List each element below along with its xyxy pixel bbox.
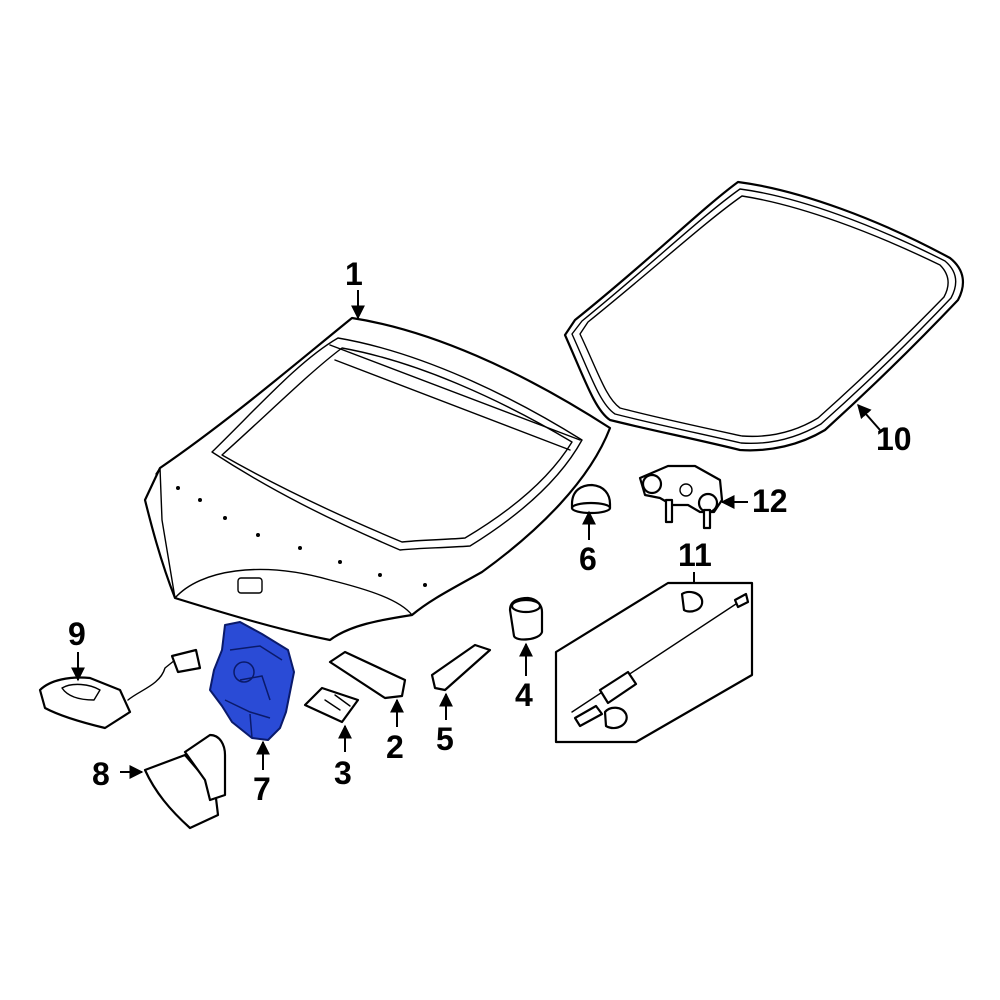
handle-switch: [38, 648, 202, 730]
callout-10: 10: [876, 421, 912, 457]
leader-lines: [71, 290, 881, 779]
striker: [143, 733, 227, 830]
trim-piece-2: [328, 650, 407, 700]
liftgate-hinge: [638, 464, 724, 530]
callout-2: 2: [386, 729, 404, 765]
callout-11: 11: [678, 537, 712, 573]
callout-5: 5: [436, 721, 454, 757]
callout-9: 9: [68, 616, 86, 652]
glass-seal: [563, 180, 965, 452]
callout-labels: 1 2 3 4 5 6 7 8 9 10 11 12: [68, 256, 912, 807]
pad-3: [303, 686, 360, 724]
callout-8: 8: [92, 756, 110, 792]
callout-12: 12: [752, 483, 788, 519]
callout-6: 6: [579, 541, 597, 577]
latch-assembly-highlighted: [209, 621, 295, 741]
callout-3: 3: [334, 755, 352, 791]
liftgate-bumper: [508, 596, 544, 641]
liftgate-panel: [143, 316, 612, 642]
liftgate-holes: [176, 486, 427, 587]
lift-support-group: [554, 581, 754, 744]
callout-7: 7: [253, 771, 271, 807]
trim-piece-5: [430, 643, 492, 692]
callout-1: 1: [345, 256, 363, 292]
callout-4: 4: [515, 677, 533, 713]
bumper-stop: [570, 483, 612, 515]
